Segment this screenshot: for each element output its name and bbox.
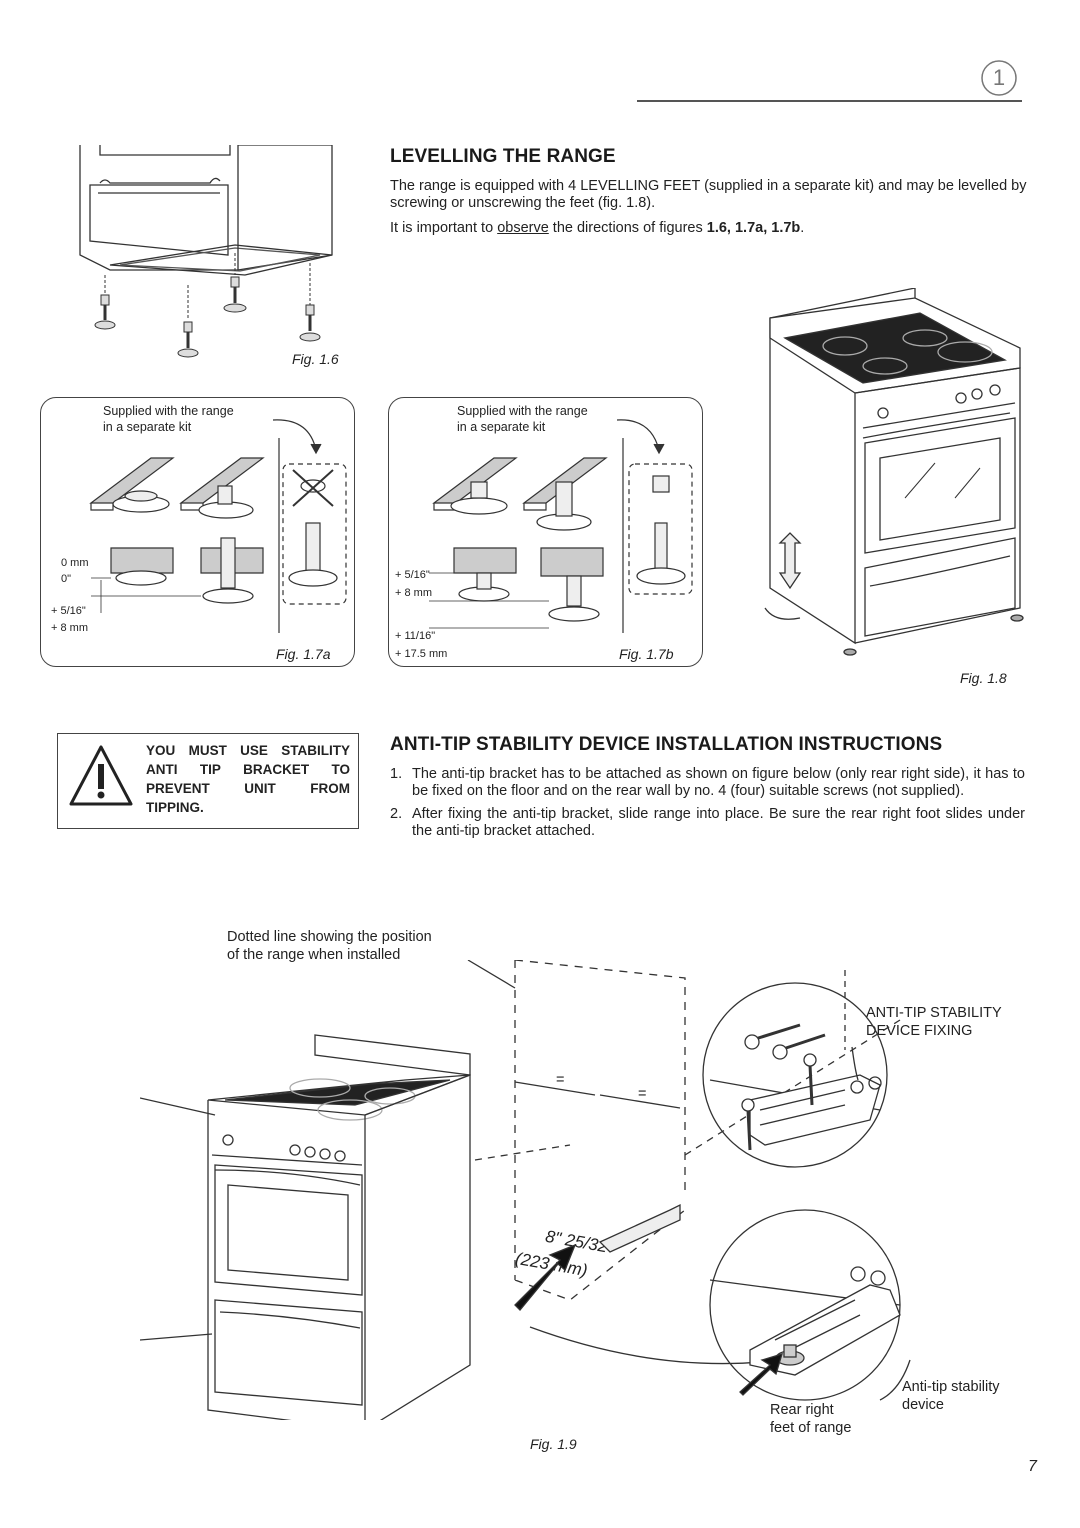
antitip-step-2-text: After fixing the anti-tip bracket, slide… bbox=[412, 806, 1025, 839]
fig-1-9-eq1: = bbox=[556, 1072, 565, 1088]
fig-1-9-device2: device bbox=[902, 1397, 944, 1413]
fig-1-7b-kit: in a separate kit bbox=[457, 420, 546, 434]
antitip-step-2: 2. After fixing the anti-tip bracket, sli… bbox=[390, 806, 1025, 840]
fig-1-7b-panel: Supplied with the range in a separate ki… bbox=[388, 397, 703, 667]
fig-1-9-rear1: Rear right bbox=[770, 1402, 834, 1418]
fig-1-9-dotted-line2: of the range when installed bbox=[227, 947, 401, 963]
fig-1-7a-0in: 0" bbox=[61, 573, 72, 585]
chapter-number: 1 bbox=[992, 65, 1006, 90]
warning-line4: TIPPING. bbox=[146, 800, 204, 815]
fig-1-7a-caption: Fig. 1.7a bbox=[276, 646, 331, 662]
fig-1-7a-kit: in a separate kit bbox=[103, 420, 192, 434]
fig-1-7a-panel: Supplied with the range in a separate ki… bbox=[40, 397, 355, 667]
fig-1-9-dotted-line1: Dotted line showing the position bbox=[227, 929, 432, 945]
chapter-badge: 1 bbox=[980, 59, 1018, 97]
warning-triangle-icon bbox=[69, 745, 133, 806]
fig-1-7b-175mm: + 17.5 mm bbox=[395, 648, 448, 660]
fig-1-7b-drawing bbox=[429, 419, 693, 633]
fig-1-7b-516: + 5/16" bbox=[395, 569, 430, 581]
fig-1-7b-1116: + 11/16" bbox=[395, 630, 436, 642]
warning-line1: YOU MUST USE STABILITY bbox=[146, 743, 350, 758]
fig-1-7a-516: + 5/16" bbox=[51, 605, 86, 617]
levelling-para1: The range is equipped with 4 LEVELLING F… bbox=[390, 178, 1027, 211]
fig-1-9-eq2: = bbox=[638, 1086, 647, 1102]
chapter-rule bbox=[637, 100, 1022, 102]
fig-1-9-device-fixing2: DEVICE FIXING bbox=[866, 1023, 973, 1039]
fig-1-7a-0mm: 0 mm bbox=[61, 557, 89, 569]
fig-1-9-rear2: feet of range bbox=[770, 1420, 852, 1436]
warning-box: YOU MUST USE STABILITY ANTI TIP BRACKET … bbox=[57, 733, 359, 829]
fig-1-9-drawing bbox=[140, 960, 911, 1420]
fig-1-7a-drawing bbox=[89, 419, 347, 633]
levelling-para2-pre: It is important to bbox=[390, 220, 498, 236]
levelling-para2: It is important to observe the direction… bbox=[390, 220, 1028, 237]
fig-1-9-device1: Anti-tip stability bbox=[902, 1379, 1000, 1395]
warning-text: YOU MUST USE STABILITY ANTI TIP BRACKET … bbox=[146, 741, 350, 817]
fig-1-8-caption: Fig. 1.8 bbox=[960, 670, 1007, 686]
antitip-step-1-num: 1. bbox=[390, 766, 403, 782]
chapter-circle-icon bbox=[981, 60, 1017, 96]
antitip-title: ANTI-TIP STABILITY DEVICE INSTALLATION I… bbox=[390, 734, 943, 755]
page-number: 7 bbox=[1028, 1458, 1037, 1475]
warning-line2: ANTI TIP BRACKET TO bbox=[146, 762, 350, 777]
fig-1-6-caption: Fig. 1.6 bbox=[292, 351, 339, 367]
fig-1-7b-8mm: + 8 mm bbox=[395, 587, 432, 599]
fig-1-6-drawing bbox=[79, 145, 333, 358]
levelling-para2-mid: the directions of figures bbox=[548, 220, 707, 236]
fig-1-7a-8mm: + 8 mm bbox=[51, 622, 88, 634]
fig-1-7b-supplied: Supplied with the range bbox=[457, 404, 588, 418]
fig-1-9-device-fixing1: ANTI-TIP STABILITY bbox=[866, 1005, 1002, 1021]
levelling-title: LEVELLING THE RANGE bbox=[390, 146, 616, 167]
warning-line3: PREVENT UNIT FROM bbox=[146, 781, 350, 796]
fig-1-7b-caption: Fig. 1.7b bbox=[619, 646, 674, 662]
levelling-para2-end: . bbox=[800, 220, 805, 236]
levelling-para2-link: observe bbox=[497, 220, 549, 236]
antitip-steps: 1. The anti-tip bracket has to be attache… bbox=[390, 766, 1025, 846]
antitip-step-1: 1. The anti-tip bracket has to be attache… bbox=[390, 766, 1025, 800]
fig-1-8-drawing bbox=[764, 288, 1024, 656]
fig-1-9-caption: Fig. 1.9 bbox=[530, 1436, 577, 1452]
fig-1-7a-supplied: Supplied with the range bbox=[103, 404, 234, 418]
levelling-para2-bold: 1.6, 1.7a, 1.7b bbox=[706, 220, 801, 236]
antitip-step-2-num: 2. bbox=[390, 806, 403, 822]
antitip-step-1-text: The anti-tip bracket has to be attached … bbox=[412, 766, 1025, 799]
